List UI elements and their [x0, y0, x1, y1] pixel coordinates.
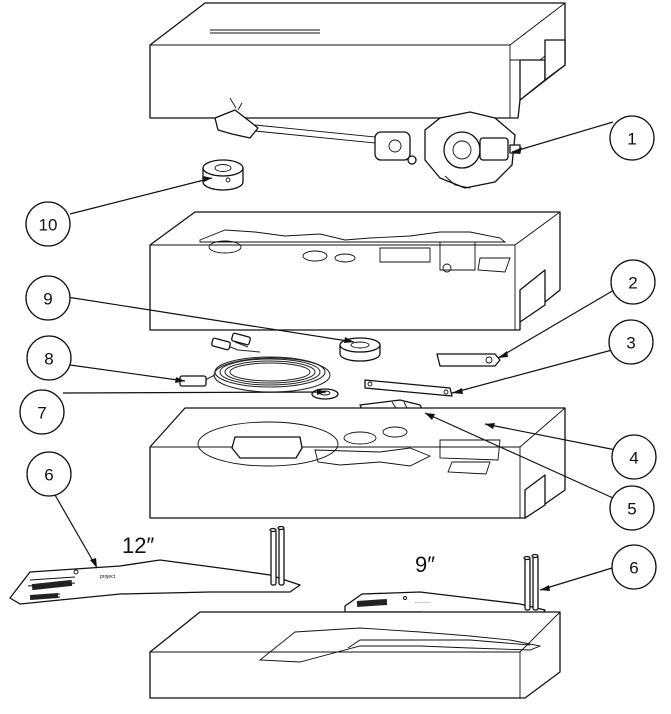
callout-6-left: 6	[26, 451, 72, 497]
callout-4: 4	[611, 434, 657, 480]
size-label-12-inch: 12″	[122, 533, 154, 558]
callout-6-right: 6	[611, 544, 657, 590]
armboard-small-text: ...........	[415, 599, 430, 605]
armboard-brand: project	[100, 574, 116, 580]
callout-6-right-label: 6	[629, 559, 638, 578]
callout-5-label: 5	[627, 500, 636, 519]
callout-7: 7	[19, 389, 65, 435]
callout-2-label: 2	[628, 274, 637, 293]
callout-9-label: 9	[43, 290, 52, 309]
callout-1-label: 1	[627, 130, 636, 149]
foam-tray-lower	[149, 407, 566, 519]
callout-7-label: 7	[37, 404, 46, 423]
callout-3-label: 3	[626, 334, 635, 353]
callout-5: 5	[609, 485, 655, 531]
armboard-9-inch: ...........	[344, 553, 546, 619]
callout-8-label: 8	[44, 350, 53, 369]
callout-8: 8	[26, 335, 72, 381]
tonearm-assembly	[214, 97, 521, 189]
size-label-9-inch: 9″	[415, 552, 435, 577]
callout-2: 2	[610, 259, 656, 305]
callout-3: 3	[608, 319, 654, 365]
foam-lid-top	[149, 2, 566, 119]
tool-part-2	[436, 353, 501, 367]
callout-9: 9	[25, 275, 71, 321]
callout-4-label: 4	[629, 449, 638, 468]
callout-6-left-label: 6	[44, 466, 53, 485]
callout-10: 10	[25, 201, 71, 247]
callout-10-label: 10	[39, 216, 58, 235]
armboard-12-inch: project	[9, 525, 301, 605]
counterweight	[202, 159, 244, 191]
leader-lines	[54, 121, 617, 591]
bar-part-3	[364, 379, 453, 397]
callout-1: 1	[609, 115, 655, 161]
foam-tray-middle	[149, 211, 561, 331]
rca-cable	[179, 332, 331, 393]
foam-base-bottom	[149, 611, 561, 699]
washer	[311, 388, 339, 400]
